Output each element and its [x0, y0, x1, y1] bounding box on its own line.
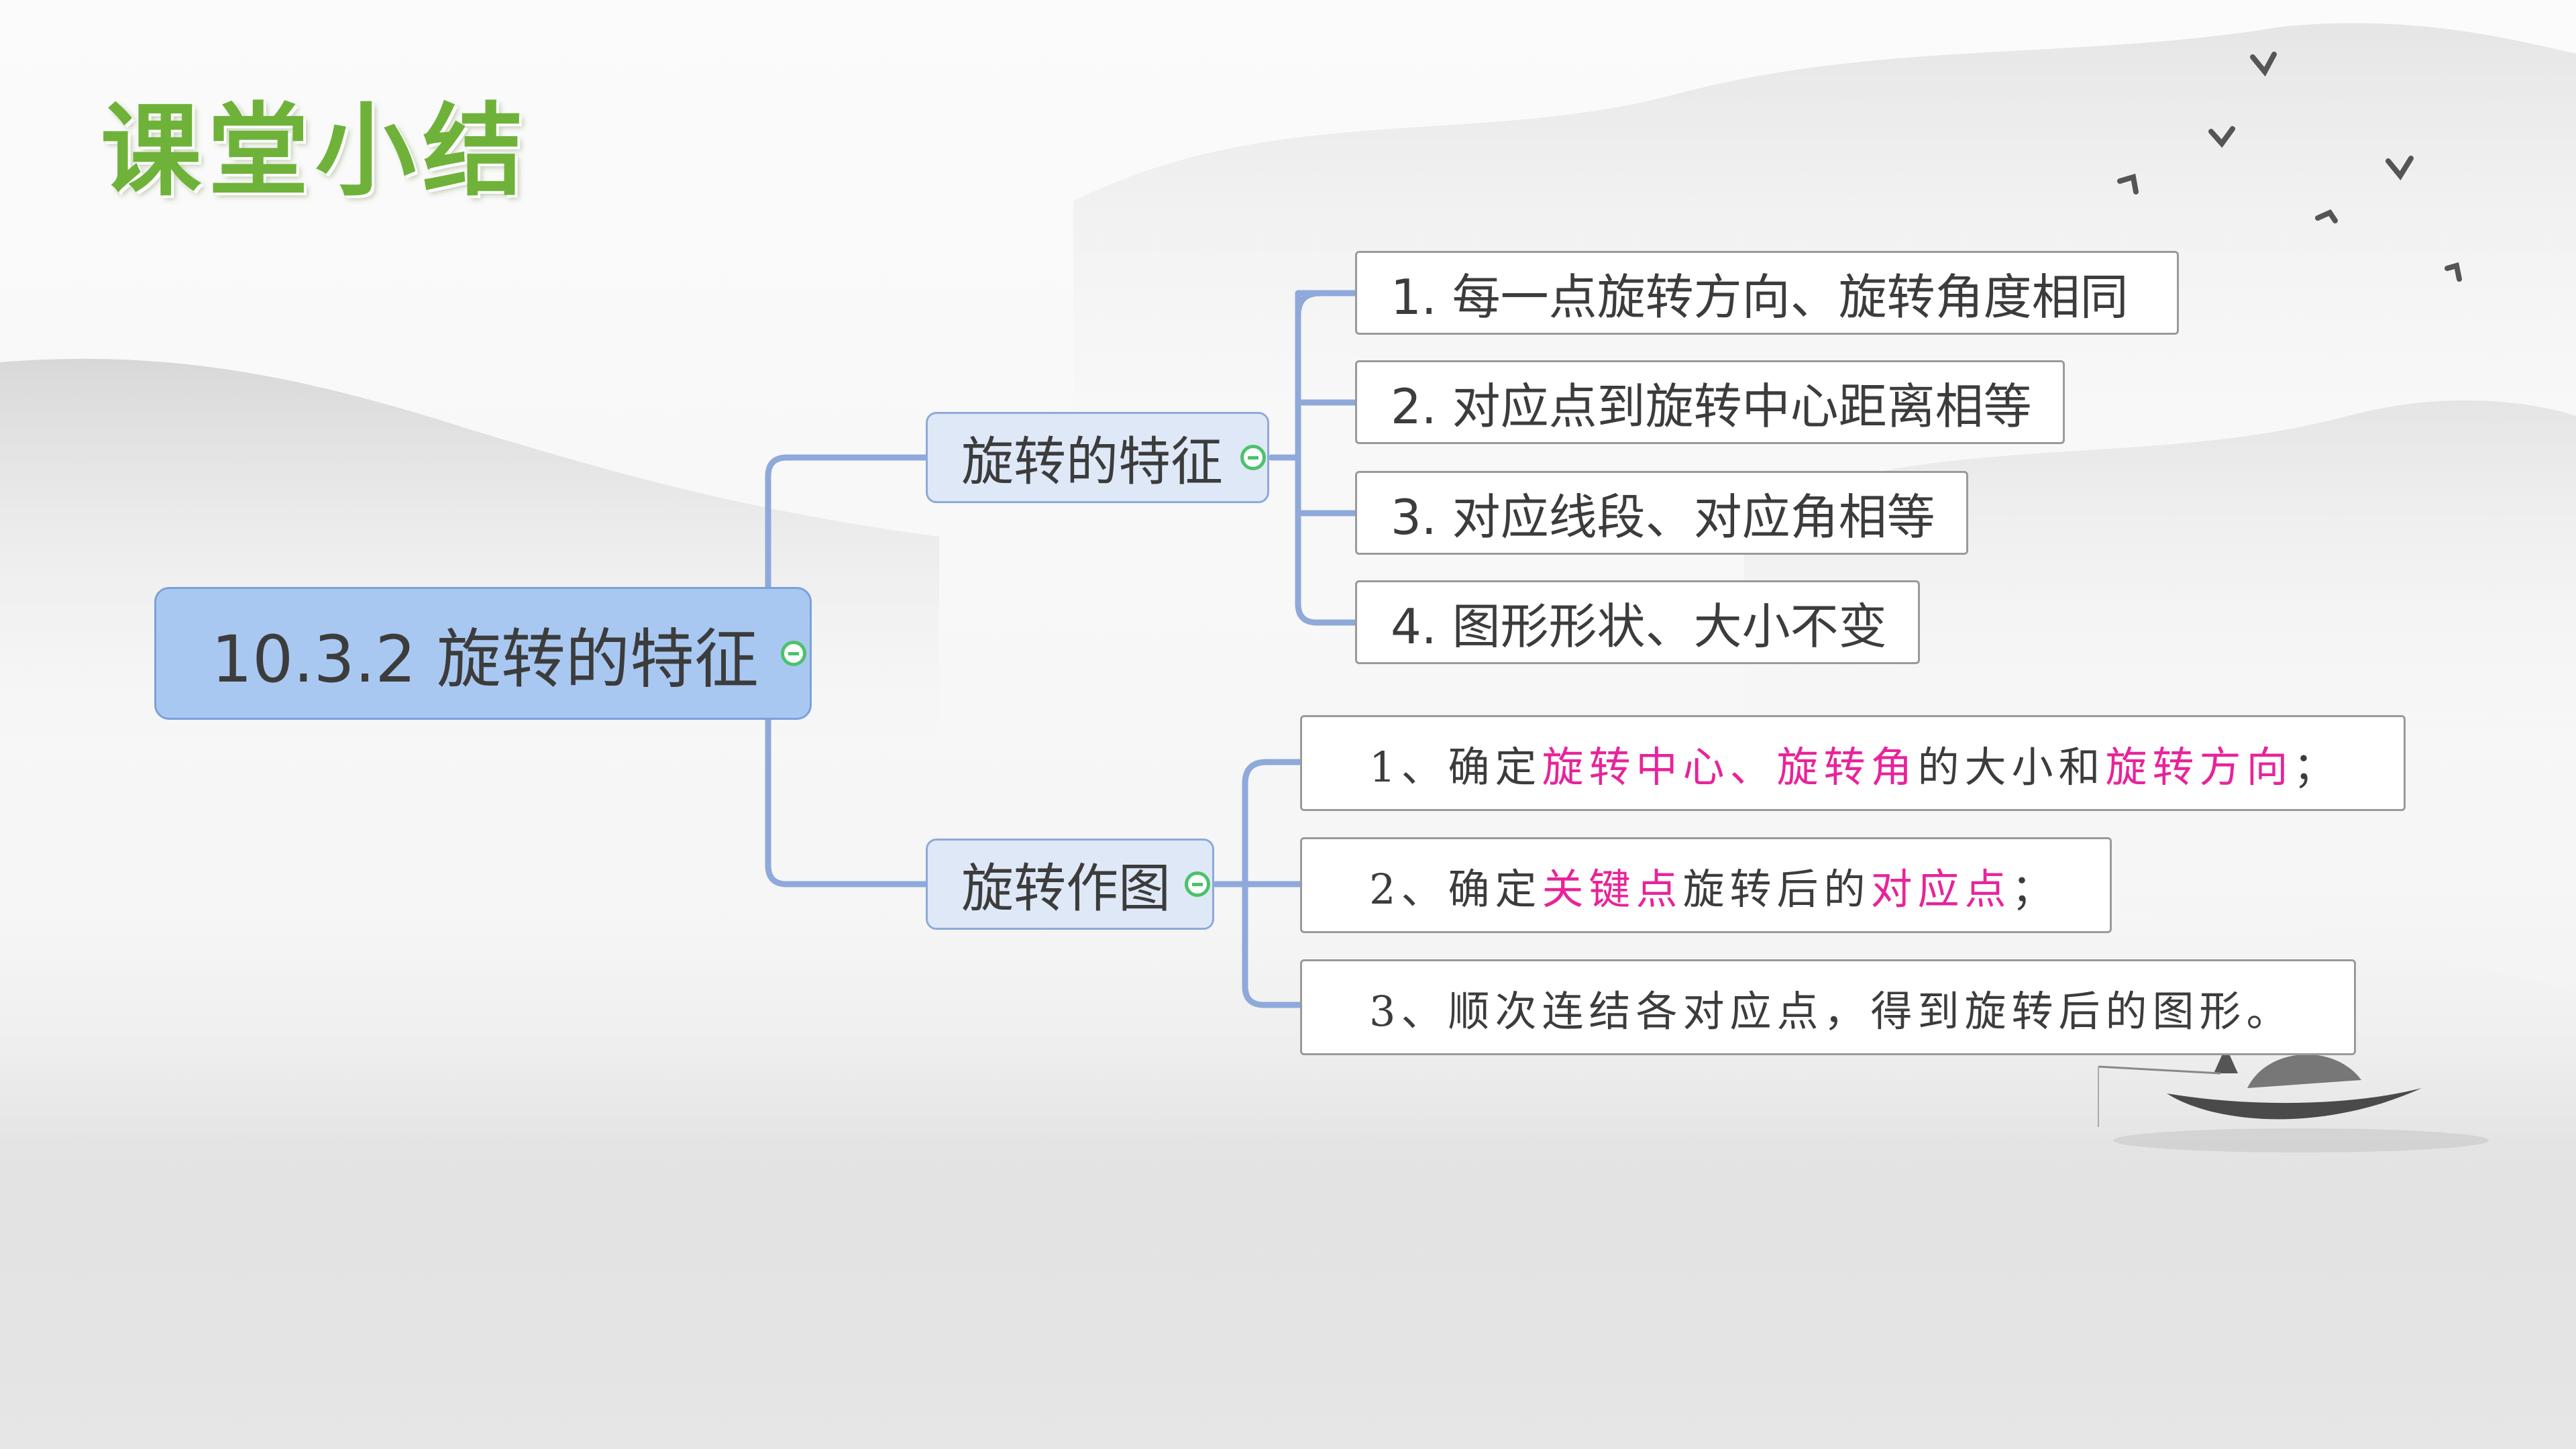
highlight-segment: 旋转方向 [2105, 742, 2294, 792]
highlight-segment: 对应点 [1870, 864, 2012, 914]
step-text: 3、顺次连结各对应点，得到旋转后的图形。 [1369, 977, 2293, 1038]
bird-icon [2315, 209, 2338, 223]
text-segment: 1、确定 [1369, 742, 1542, 792]
slide-title: 课堂小结 [101, 92, 531, 210]
text-segment: 的大小和 [1917, 742, 2106, 792]
collapse-icon[interactable] [1240, 445, 1266, 470]
leaf-node[interactable]: 4. 图形形状、大小不变 [1355, 580, 1920, 664]
text-segment: ； [2011, 864, 2059, 914]
branch-node-rotation-drawing[interactable]: 旋转作图 [926, 839, 1214, 930]
leaf-node-step-1[interactable]: 1、确定旋转中心、旋转角的大小和旋转方向； [1300, 715, 2406, 811]
text-segment: 旋转后的 [1682, 864, 1871, 914]
step-text: 1、确定旋转中心、旋转角的大小和旋转方向； [1369, 733, 2341, 794]
branch-label: 旋转的特征 [961, 432, 1224, 492]
highlight-segment: 旋转中心、旋转角 [1542, 742, 1918, 792]
root-label: 10.3.2 旋转的特征 [211, 621, 759, 697]
bird-icon [2250, 52, 2277, 77]
mindmap-root-node[interactable]: 10.3.2 旋转的特征 [154, 587, 812, 720]
leaf-label: 3. 对应线段、对应角相等 [1391, 489, 1935, 545]
leaf-label: 4. 图形形状、大小不变 [1391, 598, 1887, 655]
step-text: 2、确定关键点旋转后的对应点； [1369, 855, 2059, 916]
branch-node-rotation-properties[interactable]: 旋转的特征 [926, 412, 1269, 503]
collapse-icon[interactable] [1185, 871, 1210, 897]
branch-label: 旋转作图 [961, 859, 1171, 919]
text-segment: ； [2293, 742, 2341, 792]
leaf-node[interactable]: 1. 每一点旋转方向、旋转角度相同 [1355, 251, 2179, 335]
bird-icon [2445, 262, 2462, 282]
leaf-node[interactable]: 3. 对应线段、对应角相等 [1355, 471, 1968, 555]
text-segment: 3、顺次连结各对应点，得到旋转后的图形。 [1369, 986, 2294, 1036]
leaf-node-step-3[interactable]: 3、顺次连结各对应点，得到旋转后的图形。 [1300, 959, 2356, 1055]
bird-icon [2208, 126, 2235, 148]
text-segment: 2、确定 [1369, 864, 1542, 914]
bird-icon [2117, 173, 2139, 195]
bird-icon [2385, 156, 2414, 180]
leaf-node-step-2[interactable]: 2、确定关键点旋转后的对应点； [1300, 837, 2112, 933]
leaf-label: 1. 每一点旋转方向、旋转角度相同 [1391, 269, 2129, 325]
leaf-label: 2. 对应点到旋转中心距离相等 [1391, 378, 2032, 435]
highlight-segment: 关键点 [1542, 864, 1683, 914]
leaf-node[interactable]: 2. 对应点到旋转中心距离相等 [1355, 360, 2065, 444]
collapse-icon[interactable] [781, 641, 806, 666]
